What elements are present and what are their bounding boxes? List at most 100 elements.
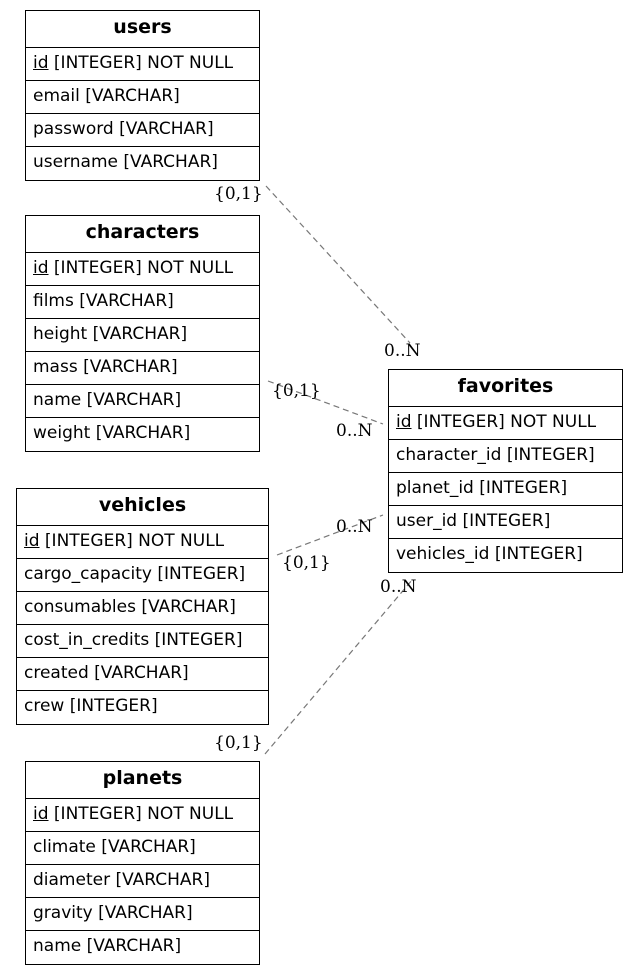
column-row: consumables [VARCHAR] — [17, 592, 268, 625]
entity-title: users — [26, 11, 259, 48]
column-row: weight [VARCHAR] — [26, 418, 259, 451]
column-row: name [VARCHAR] — [26, 385, 259, 418]
column-row: films [VARCHAR] — [26, 286, 259, 319]
column-row: email [VARCHAR] — [26, 81, 259, 114]
primary-key-name: id — [24, 531, 40, 551]
column-name: diameter — [33, 870, 111, 890]
column-type: [INTEGER] NOT NULL — [48, 804, 234, 824]
column-type: [VARCHAR] — [110, 870, 210, 890]
column-name: consumables — [24, 597, 136, 617]
column-name: crew — [24, 696, 65, 716]
column-type: [VARCHAR] — [118, 152, 218, 172]
column-row: id [INTEGER] NOT NULL — [26, 253, 259, 286]
column-row: vehicles_id [INTEGER] — [389, 539, 622, 572]
column-type: [INTEGER] — [457, 511, 551, 531]
column-type: [INTEGER] — [473, 478, 568, 498]
column-type: [INTEGER] NOT NULL — [39, 531, 225, 551]
column-type: [VARCHAR] — [135, 597, 236, 617]
column-name: vehicles_id — [396, 544, 490, 564]
column-type: [VARCHAR] — [79, 86, 180, 106]
primary-key-name: id — [33, 258, 49, 278]
column-row: mass [VARCHAR] — [26, 352, 259, 385]
column-row: diameter [VARCHAR] — [26, 865, 259, 898]
column-row: id [INTEGER] NOT NULL — [26, 48, 259, 81]
column-name: username — [33, 152, 118, 172]
column-type: [VARCHAR] — [81, 936, 182, 956]
column-row: id [INTEGER] NOT NULL — [26, 799, 259, 832]
column-type: [INTEGER] NOT NULL — [48, 258, 234, 278]
entity-title: favorites — [389, 370, 622, 407]
cardinality-characters-side: {0,1} — [272, 381, 321, 401]
column-name: mass — [33, 357, 78, 377]
column-type: [VARCHAR] — [90, 423, 191, 443]
column-type: [INTEGER] — [501, 445, 595, 465]
column-row: created [VARCHAR] — [17, 658, 268, 691]
column-type: [INTEGER] NOT NULL — [48, 53, 234, 73]
primary-key-name: id — [396, 412, 412, 432]
column-row: name [VARCHAR] — [26, 931, 259, 964]
entity-favorites[interactable]: favorites id [INTEGER] NOT NULL characte… — [388, 369, 623, 573]
column-name: email — [33, 86, 80, 106]
column-name: name — [33, 390, 82, 410]
column-type: [VARCHAR] — [73, 291, 174, 311]
column-type: [VARCHAR] — [88, 663, 189, 683]
cardinality-favorites-side-vehicles: 0..N — [336, 517, 373, 537]
column-name: user_id — [396, 511, 458, 531]
entity-title: vehicles — [17, 489, 268, 526]
column-type: [VARCHAR] — [81, 390, 182, 410]
column-name: weight — [33, 423, 91, 443]
column-name: cost_in_credits — [24, 630, 150, 650]
cardinality-planets-side: {0,1} — [214, 733, 263, 753]
column-type: [INTEGER] — [64, 696, 158, 716]
column-name: created — [24, 663, 89, 683]
column-name: climate — [33, 837, 96, 857]
entity-title: planets — [26, 762, 259, 799]
relation-vehicles-favorites — [276, 514, 384, 556]
column-type: [VARCHAR] — [87, 324, 188, 344]
column-name: films — [33, 291, 74, 311]
column-type: [VARCHAR] — [77, 357, 178, 377]
primary-key-name: id — [33, 804, 49, 824]
cardinality-favorites-side-planets: 0..N — [380, 577, 417, 597]
cardinality-users-side: {0,1} — [214, 184, 263, 204]
column-type: [INTEGER] — [151, 564, 246, 584]
entity-title: characters — [26, 216, 259, 253]
column-name: name — [33, 936, 82, 956]
column-type: [INTEGER] — [489, 544, 583, 564]
cardinality-vehicles-side: {0,1} — [282, 553, 331, 573]
column-name: gravity — [33, 903, 93, 923]
entity-users[interactable]: users id [INTEGER] NOT NULL email [VARCH… — [25, 10, 260, 181]
relation-users-favorites — [265, 185, 411, 344]
column-type: [VARCHAR] — [92, 903, 193, 923]
column-row: height [VARCHAR] — [26, 319, 259, 352]
column-row: character_id [INTEGER] — [389, 440, 622, 473]
column-row: gravity [VARCHAR] — [26, 898, 259, 931]
cardinality-favorites-side-characters: 0..N — [336, 421, 373, 441]
column-row: climate [VARCHAR] — [26, 832, 259, 865]
column-row: cargo_capacity [INTEGER] — [17, 559, 268, 592]
entity-planets[interactable]: planets id [INTEGER] NOT NULL climate [V… — [25, 761, 260, 965]
column-type: [VARCHAR] — [95, 837, 196, 857]
entity-characters[interactable]: characters id [INTEGER] NOT NULL films [… — [25, 215, 260, 452]
column-row: user_id [INTEGER] — [389, 506, 622, 539]
entity-vehicles[interactable]: vehicles id [INTEGER] NOT NULL cargo_cap… — [16, 488, 269, 725]
cardinality-favorites-side-users: 0..N — [384, 341, 421, 361]
primary-key-name: id — [33, 53, 49, 73]
column-row: username [VARCHAR] — [26, 147, 259, 180]
column-name: character_id — [396, 445, 502, 465]
column-name: height — [33, 324, 88, 344]
column-row: cost_in_credits [INTEGER] — [17, 625, 268, 658]
column-type: [INTEGER] — [149, 630, 243, 650]
column-row: id [INTEGER] NOT NULL — [17, 526, 268, 559]
relation-characters-favorites — [267, 380, 384, 425]
column-name: password — [33, 119, 114, 139]
column-type: [INTEGER] NOT NULL — [411, 412, 597, 432]
column-row: crew [INTEGER] — [17, 691, 268, 724]
column-row: planet_id [INTEGER] — [389, 473, 622, 506]
relation-planets-favorites — [264, 579, 413, 755]
column-row: id [INTEGER] NOT NULL — [389, 407, 622, 440]
column-name: cargo_capacity — [24, 564, 152, 584]
column-type: [VARCHAR] — [113, 119, 214, 139]
column-name: planet_id — [396, 478, 474, 498]
